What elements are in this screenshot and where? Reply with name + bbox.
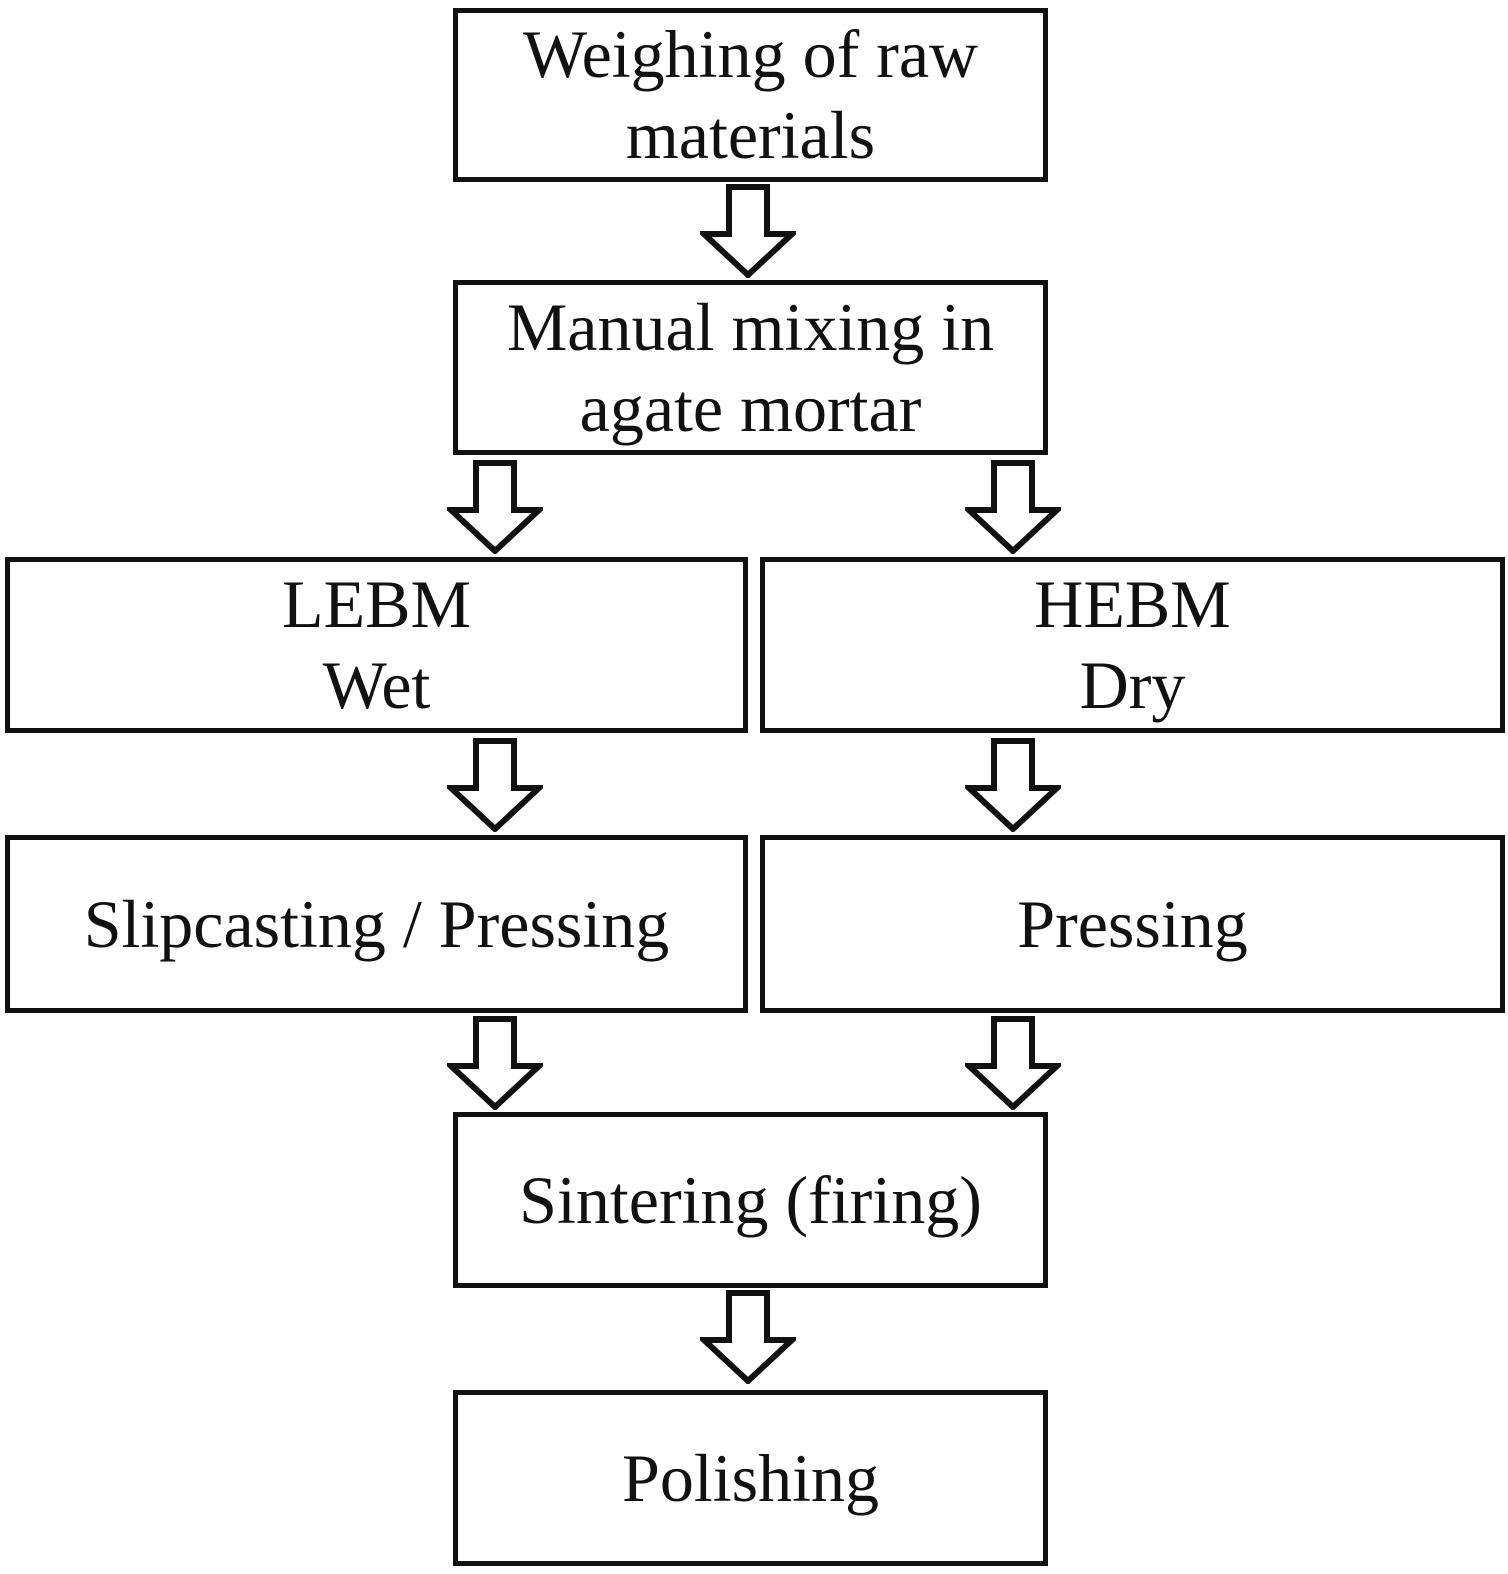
flow-node-hebm-line2: Dry xyxy=(1079,647,1186,723)
down-arrow-icon xyxy=(965,460,1061,554)
flow-node-weighing: Weighing of raw materials xyxy=(453,8,1048,182)
down-arrow-icon xyxy=(700,184,796,278)
flow-node-hebm-line1: HEBM xyxy=(1034,566,1231,642)
down-arrow-icon xyxy=(965,738,1061,832)
flow-node-sintering: Sintering (firing) xyxy=(453,1112,1048,1288)
flow-node-lebm-line2: Wet xyxy=(322,647,431,723)
flow-node-mixing-line1: Manual mixing in xyxy=(506,288,995,365)
flow-node-slipcasting-line1: Slipcasting / Pressing xyxy=(83,885,670,962)
flow-node-weighing-line2: materials xyxy=(625,97,876,173)
flow-node-lebm-line1: LEBM xyxy=(282,566,471,642)
flow-node-pressing: Pressing xyxy=(760,835,1505,1013)
down-arrow-icon xyxy=(447,738,543,832)
flow-node-weighing-line1: Weighing of raw xyxy=(522,16,979,92)
flow-node-polishing: Polishing xyxy=(453,1390,1048,1566)
flow-node-mixing: Manual mixing in agate mortar xyxy=(453,280,1048,455)
flow-node-sintering-line1: Sintering (firing) xyxy=(519,1161,982,1238)
flow-node-slipcasting: Slipcasting / Pressing xyxy=(5,835,748,1013)
flow-node-hebm: HEBM Dry xyxy=(760,557,1505,733)
down-arrow-icon xyxy=(965,1016,1061,1110)
down-arrow-icon xyxy=(700,1290,796,1384)
flow-node-mixing-line2: agate mortar xyxy=(579,369,922,446)
down-arrow-icon xyxy=(447,1016,543,1110)
flow-node-lebm: LEBM Wet xyxy=(5,557,748,733)
flow-node-polishing-line1: Polishing xyxy=(622,1439,879,1516)
down-arrow-icon xyxy=(447,460,543,554)
flow-node-pressing-line1: Pressing xyxy=(1017,885,1248,962)
